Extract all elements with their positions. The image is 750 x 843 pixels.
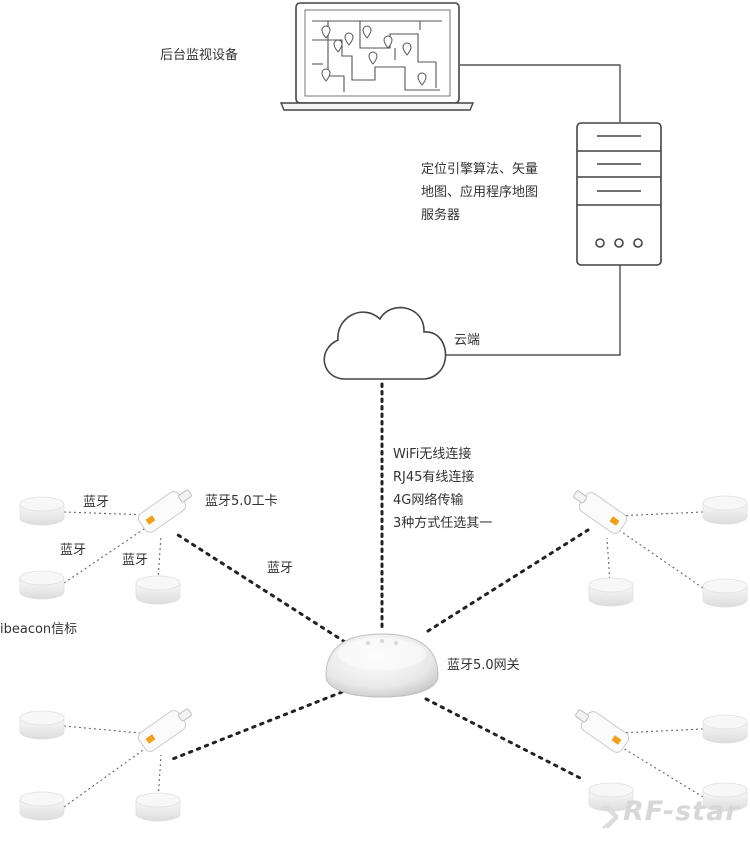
server-label-line: 服务器 [421,208,461,223]
cloud-icon [323,306,447,380]
rf-star-mark-icon [602,805,619,829]
server-label: 定位引擎算法、矢量 地图、应用程序地图 服务器 [421,158,581,227]
logo-text: RF-star [623,796,740,827]
badge-card-icon [135,701,197,755]
connection-option: 4G网络传输 [393,493,464,508]
badge-card-icon [135,482,197,536]
server-label-line: 地图、应用程序地图 [421,185,539,200]
monitor-label: 后台监视设备 [160,48,239,63]
server-icon [576,122,662,266]
gateway-device-icon [325,633,439,698]
connection-option: 3种方式任选其一 [393,516,493,531]
bluetooth-label: 蓝牙 [83,495,110,510]
gateway-spokes [168,528,590,782]
gateway-label: 蓝牙5.0网关 [447,658,520,673]
beacon-puck [702,578,748,608]
beacon-puck [702,495,748,525]
beacon-puck [588,577,634,607]
connection-options: WiFi无线连接 RJ45有线连接 4G网络传输 3种方式任选其一 [393,443,492,535]
beacon-puck [19,496,65,526]
connection-option: RJ45有线连接 [393,470,475,485]
cloud-label: 云端 [454,333,481,348]
beacon-puck [135,575,181,605]
beacon-puck [19,710,65,740]
server-label-line: 定位引擎算法、矢量 [421,162,539,177]
map-pin-icons [321,25,427,86]
rf-star-logo: RF-star [593,796,750,838]
badge-card-icon [570,702,632,756]
badge-card-icon [568,483,630,537]
map-route-icon [312,20,442,92]
bluetooth-links [63,511,704,808]
beacon-puck [19,791,65,821]
bluetooth-badges [135,482,632,756]
bluetooth-label: 蓝牙 [60,543,87,558]
bluetooth-label: 蓝牙 [122,553,149,568]
badge-label: 蓝牙5.0工卡 [205,494,278,509]
connection-option: WiFi无线连接 [393,447,472,462]
bluetooth-label: 蓝牙 [267,561,294,576]
backbone-lines [446,64,621,356]
beacon-puck [19,570,65,600]
ibeacon-label: ibeacon信标 [0,622,78,637]
beacon-puck [135,792,181,822]
laptop-icon [279,2,475,111]
beacon-puck [702,714,748,744]
